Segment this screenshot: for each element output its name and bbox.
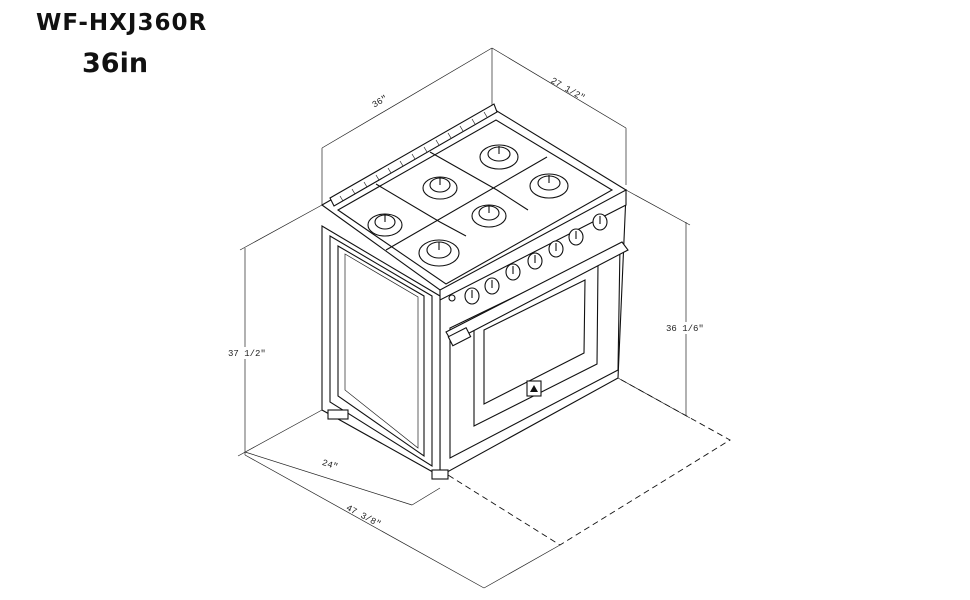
knob-2 [484, 277, 500, 295]
rear-vent-slats [339, 111, 488, 202]
knob-6 [568, 228, 584, 246]
burner-front-right [529, 173, 569, 199]
dimension-door-open: 47 3/8" [244, 454, 561, 589]
dimension-height-right-label: 36 1/6" [666, 324, 704, 334]
knob-1 [464, 287, 480, 305]
knob-4 [527, 252, 543, 270]
dimension-depth-top-label: 27 1/2" [549, 76, 587, 104]
burner-back-left [422, 176, 458, 200]
knob-3 [505, 263, 521, 281]
range-size: 36in [82, 48, 149, 79]
burner-mid-left [367, 213, 403, 237]
dimension-door-open-label: 47 3/8" [344, 503, 382, 530]
burner-front-left [418, 239, 460, 267]
burner-front-center [471, 204, 507, 228]
dimension-width-label: 36" [371, 94, 390, 111]
burners [367, 144, 569, 267]
knob-7 [592, 213, 608, 231]
dimension-height-left-label: 37 1/2" [228, 349, 266, 359]
range-body [320, 103, 629, 480]
dimension-height-right: 36 1/6" [617, 189, 714, 419]
door-swing-footprint [439, 377, 731, 546]
indicator-light [448, 294, 456, 302]
model-number: WF-HXJ360R [36, 10, 208, 36]
burner-back-right [479, 144, 519, 170]
dimension-height-left: 37 1/2" [226, 204, 323, 457]
foot-front-right [431, 469, 449, 480]
knob-5 [548, 240, 564, 258]
dimension-depth-bottom-label: 24" [321, 458, 340, 473]
dimension-depth-bottom: 24" [244, 451, 441, 506]
foot-front-left [327, 409, 349, 420]
control-knobs [448, 213, 608, 305]
